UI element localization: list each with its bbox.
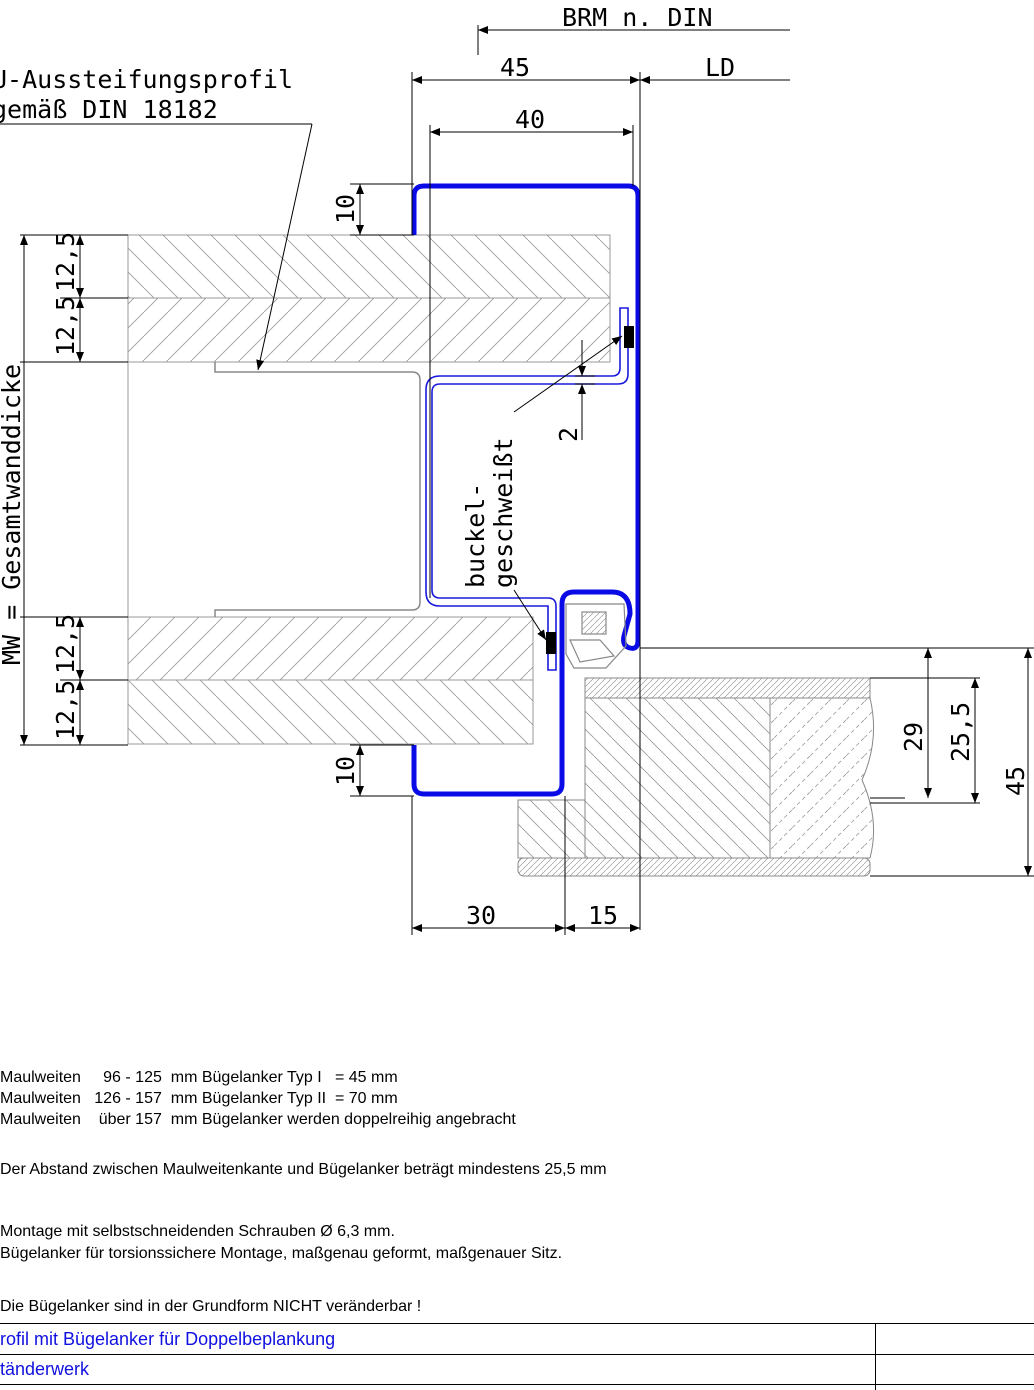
steel-frame xyxy=(411,183,641,797)
dim-45-right: 45 xyxy=(1001,766,1030,796)
dim-29: 29 xyxy=(899,722,928,752)
buegelanker xyxy=(425,307,629,671)
leader-lines xyxy=(0,123,623,641)
dim-10-bottom: 10 xyxy=(331,756,360,786)
title-block-middle-rule xyxy=(0,1354,1034,1355)
title-block-column-rule xyxy=(875,1323,876,1390)
dim-30: 30 xyxy=(466,901,496,930)
title-block-row-1: rofil mit Bügelanker für Doppelbeplankun… xyxy=(0,1329,336,1349)
dim-12-5-d: 12,5 xyxy=(51,680,80,740)
profile-label-line1: U-Aussteifungsprofil xyxy=(0,65,293,94)
note-line-5: Montage mit selbstschneidenden Schrauben… xyxy=(0,1223,395,1240)
dim-40: 40 xyxy=(515,105,545,134)
technical-drawing: BRM n. DIN LD U-Aussteifungsprofil gemäß… xyxy=(0,3,1034,935)
u-stiffening-profile xyxy=(214,362,421,617)
note-line-7: Die Bügelanker sind in der Grundform NIC… xyxy=(0,1298,422,1315)
note-line-3: Maulweiten über 157 mm Bügelanker werden… xyxy=(0,1111,516,1128)
dim-12-5-c: 12,5 xyxy=(51,614,80,674)
ld-label: LD xyxy=(705,53,735,82)
note-line-2: Maulweiten 126 - 157 mm Bügelanker Typ I… xyxy=(0,1090,398,1107)
dim-15: 15 xyxy=(588,901,618,930)
weld-label-line2: geschweißt xyxy=(489,437,518,588)
dim-25-5: 25,5 xyxy=(946,702,975,762)
brm-label: BRM n. DIN xyxy=(562,3,713,32)
mw-label: MW = Gesamtwanddicke xyxy=(0,364,26,665)
title-block-top-rule xyxy=(0,1323,1034,1324)
dim-2: 2 xyxy=(554,427,583,442)
door-leaf xyxy=(517,677,875,877)
extension-lines xyxy=(20,25,1034,935)
note-line-4: Der Abstand zwischen Maulweitenkante und… xyxy=(0,1161,607,1178)
title-block-row-2: tänderwerk xyxy=(0,1359,90,1379)
door-seal xyxy=(565,603,627,669)
wall-boards-lower xyxy=(127,616,534,745)
wall-boards-upper xyxy=(127,234,611,363)
weld-point-upper xyxy=(624,326,634,348)
weld-label-line1: buckel- xyxy=(461,483,490,588)
note-line-6: Bügelanker für torsionssichere Montage, … xyxy=(0,1245,563,1262)
profile-label-line2: gemäß DIN 18182 xyxy=(0,95,218,124)
dim-12-5-b: 12,5 xyxy=(51,296,80,356)
title-block-bottom-rule xyxy=(0,1384,1034,1385)
dim-10-top: 10 xyxy=(331,194,360,224)
dimension-lines xyxy=(20,26,1032,932)
dim-12-5-a: 12,5 xyxy=(51,232,80,292)
weld-point-lower xyxy=(546,632,556,654)
note-line-1: Maulweiten 96 - 125 mm Bügelanker Typ I … xyxy=(0,1069,398,1086)
dim-45-top: 45 xyxy=(500,53,530,82)
